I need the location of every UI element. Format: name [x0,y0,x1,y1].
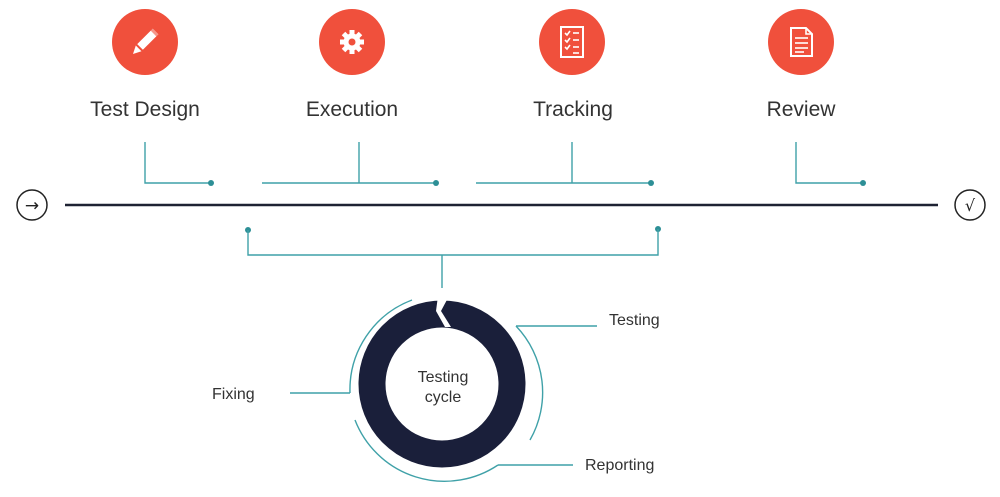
cycle-center-subtitle: cycle [425,389,462,406]
cycle-center-title: Testing [418,369,469,386]
stage-label-review: Review [767,98,837,121]
checklist-icon [560,26,584,58]
stage-tracking [539,9,605,75]
tracking-icon-circle [539,9,605,75]
connector-dot [208,180,214,186]
fixing-lower-arc [354,419,499,482]
timeline-end-icon: √ [954,189,986,221]
pencil-icon [132,28,159,55]
stage-label-execution: Execution [306,98,398,121]
connector-dot [433,180,439,186]
testing-arc [515,325,544,441]
stage-execution [319,9,385,75]
timeline-start-icon: → [16,189,48,221]
arrow-right-icon: → [25,196,39,216]
stage-review [768,9,834,75]
fixing-arc [349,299,413,394]
stage-connectors [144,142,866,186]
stage-label-tracking: Tracking [533,98,613,121]
cycle-bracket [245,226,661,288]
check-icon: √ [965,196,976,215]
stage-test-design [112,9,178,75]
connector-review [795,142,862,184]
connector-dot [860,180,866,186]
document-icon [790,27,813,57]
testing-cycle-ring [290,296,597,482]
cycle-label-fixing: Fixing [212,386,255,403]
review-icon-circle [768,9,834,75]
connector-test-design [144,142,210,184]
cycle-label-reporting: Reporting [585,457,654,474]
cycle-label-testing: Testing [609,312,660,329]
stage-label-test-design: Test Design [90,98,200,121]
connector-dot [648,180,654,186]
cycle-notch [436,296,451,327]
gear-icon [340,30,364,54]
